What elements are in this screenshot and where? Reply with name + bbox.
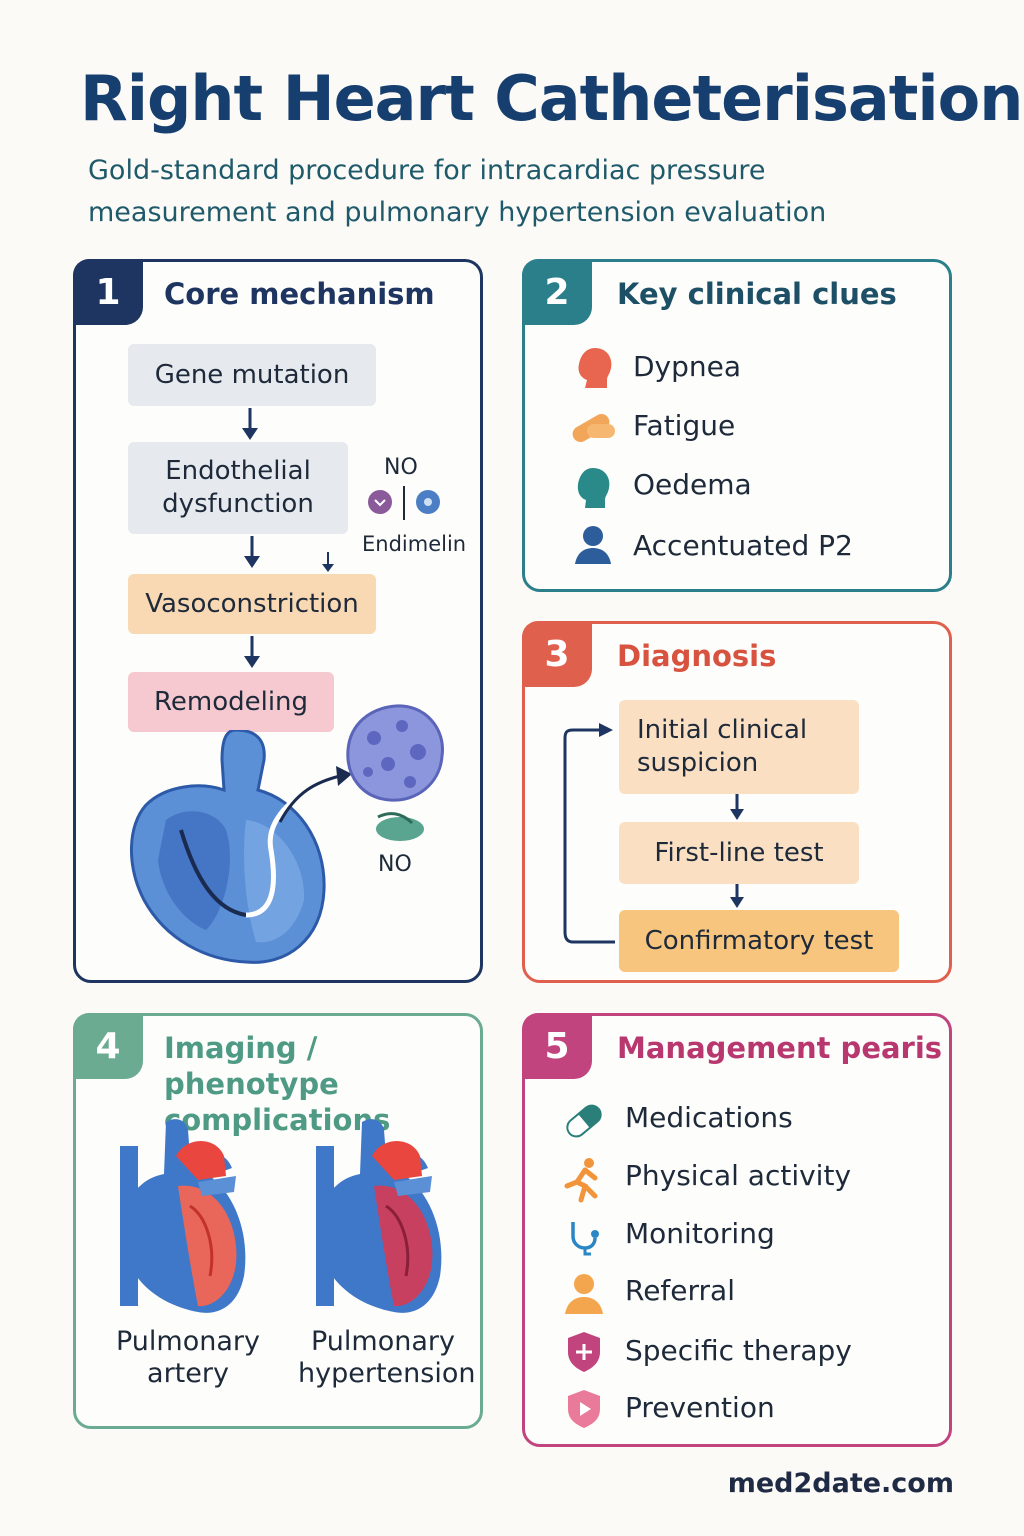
head-icon (578, 348, 612, 388)
panel-number-badge: 5 (522, 1013, 592, 1079)
caption-pulmonary-artery: Pulmonary artery (116, 1326, 260, 1389)
small-arrow-icon (322, 552, 334, 572)
shield-plus-icon (568, 1332, 600, 1372)
arrow-down-icon (730, 794, 744, 820)
panel-number-badge: 4 (73, 1013, 143, 1079)
panel-title: Imaging / phenotype complications (164, 1031, 391, 1137)
page-subtitle: Gold-standard procedure for intracardiac… (88, 155, 827, 228)
shield-play-icon (568, 1390, 600, 1428)
loop-arrow-icon (563, 723, 615, 944)
clue-item: Accentuated P2 (633, 529, 853, 562)
clue-item: Fatigue (633, 409, 736, 442)
management-item: Monitoring (625, 1217, 775, 1250)
panel-number-badge: 1 (73, 259, 143, 325)
panel-imaging: 4 Imaging / phenotype complications Pulm… (73, 1013, 483, 1429)
caption-pulmonary-hypertension: Pulmonary hypertension (298, 1326, 476, 1389)
panel-clinical-clues: 2 Key clinical clues Dypnea Fatigue Oede… (522, 259, 952, 592)
step-remodeling: Remodeling (128, 672, 334, 732)
head-profile-icon (577, 468, 610, 508)
panel-title: Management pearis (617, 1031, 943, 1065)
panel-title: Diagnosis (617, 639, 777, 673)
arrow-down-icon (730, 884, 744, 908)
step-initial-suspicion: Initial clinical suspicion (619, 700, 859, 794)
step-vasoconstriction: Vasoconstriction (128, 574, 376, 634)
label-no: NO (378, 852, 412, 877)
panel-management: 5 Management pearis Medications Physical… (522, 1013, 952, 1447)
clue-item: Dypnea (633, 350, 742, 383)
page-title: Right Heart Catheterisation (80, 62, 1023, 135)
running-person-icon (564, 1158, 598, 1203)
management-item: Specific therapy (625, 1334, 852, 1367)
heart-anatomy-icon (316, 1119, 442, 1313)
molecule-icon (368, 486, 440, 520)
heart-illustration-icon (129, 730, 326, 964)
arrow-down-icon (244, 536, 260, 568)
label-no: NO (384, 455, 418, 480)
step-first-line-test: First-line test (619, 822, 859, 884)
cell-icon (346, 704, 444, 802)
panel-diagnosis: 3 Diagnosis Initial clinical suspicion F… (522, 621, 952, 983)
panel-number-badge: 3 (522, 621, 592, 687)
user-icon (565, 1274, 603, 1314)
clue-item: Oedema (633, 468, 752, 501)
label-endimelin: Endimelin (362, 532, 467, 556)
nitric-oxide-icon (376, 812, 424, 841)
panel-core-mechanism: 1 Core mechanism Gene mutation Endotheli… (73, 259, 483, 983)
management-item: Medications (625, 1101, 793, 1134)
panel-title: Core mechanism (164, 277, 435, 311)
heart-anatomy-icon (120, 1119, 246, 1313)
step-endothelial-dysfunction: Endothelial dysfunction (128, 442, 348, 534)
arrow-down-icon (244, 636, 260, 668)
management-item: Prevention (625, 1391, 775, 1424)
management-item: Physical activity (625, 1159, 852, 1192)
stethoscope-icon (571, 1222, 599, 1256)
step-gene-mutation: Gene mutation (128, 344, 376, 406)
person-icon (575, 526, 611, 564)
curved-arrow-icon (278, 766, 352, 823)
arrow-down-icon (242, 408, 258, 440)
pill-icon (572, 414, 615, 442)
footer-site: med2date.com (727, 1468, 954, 1499)
capsule-icon (566, 1104, 602, 1138)
management-item: Referral (625, 1274, 735, 1307)
panel-title: Key clinical clues (617, 277, 897, 311)
step-confirmatory-test: Confirmatory test (619, 910, 899, 972)
panel-number-badge: 2 (522, 259, 592, 325)
